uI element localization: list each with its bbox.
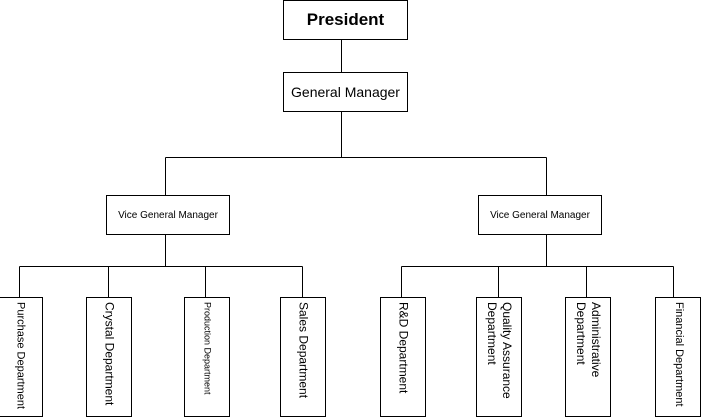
dept-admin-box: Administrative Department — [565, 297, 611, 417]
dept-rnd-box: R&D Department — [380, 297, 426, 417]
dept-crystal-box: Crystal Department — [86, 297, 132, 417]
dept-financial-box: Financial Department — [655, 297, 701, 417]
dept-admin-label: Administrative Department — [574, 302, 603, 378]
dept-purchase-box: Purchase Department — [0, 297, 43, 417]
dept-production-label: Production Department — [202, 302, 213, 395]
dept-purchase-label: Purchase Department — [14, 302, 27, 409]
dept-qa-box: Quality Assurance Department — [476, 297, 522, 417]
dept-crystal-label: Crystal Department — [102, 302, 117, 406]
president-box: President — [283, 0, 408, 40]
dept-rnd-label: R&D Department — [396, 302, 411, 394]
vice-general-manager-left-label: Vice General Manager — [118, 209, 218, 221]
dept-sales-label: Sales Department — [296, 302, 311, 399]
vice-general-manager-right-label: Vice General Manager — [490, 209, 590, 221]
vice-general-manager-left-box: Vice General Manager — [106, 195, 230, 235]
dept-financial-label: Financial Department — [672, 302, 685, 407]
general-manager-label: General Manager — [291, 84, 400, 100]
president-label: President — [306, 10, 385, 29]
vice-general-manager-right-box: Vice General Manager — [478, 195, 602, 235]
dept-production-box: Production Department — [184, 297, 230, 417]
dept-qa-label: Quality Assurance Department — [485, 302, 514, 399]
dept-sales-box: Sales Department — [280, 297, 326, 417]
general-manager-box: General Manager — [283, 72, 408, 112]
